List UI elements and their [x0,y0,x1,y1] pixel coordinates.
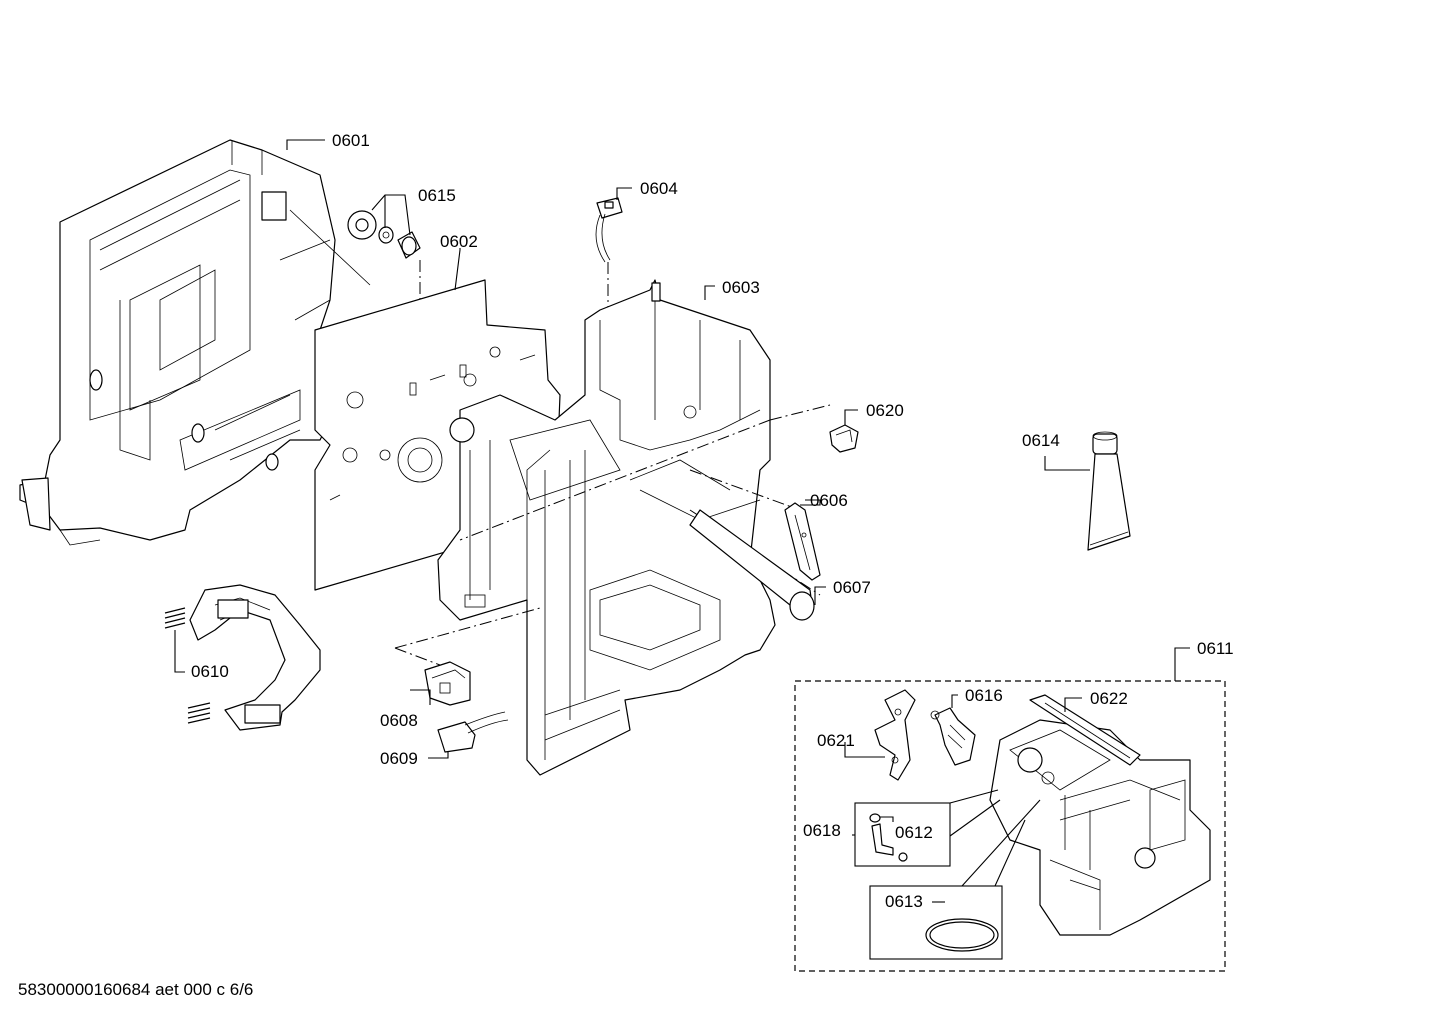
callout-0608: 0608 [380,711,418,730]
part-0607-shaft[interactable] [689,509,815,621]
callout-0614: 0614 [1022,431,1060,450]
group-0611-box [794,680,1226,972]
part-0613-seal-ring[interactable] [925,918,999,952]
callout-0616: 0616 [965,686,1003,705]
callout-0606: 0606 [810,491,848,510]
document-id: 58300000160684 aet 000 c 6/6 [18,980,254,999]
part-0603-main-housing[interactable] [437,279,776,776]
callout-0609: 0609 [380,749,418,768]
callout-0613: 0613 [885,892,923,911]
callout-0603: 0603 [722,278,760,297]
callout-0604: 0604 [640,179,678,198]
callout-0618: 0618 [803,821,841,840]
part-0620-clip[interactable] [829,424,859,453]
group-0613-box [869,885,1003,960]
part-0604-sensor[interactable] [595,197,623,263]
part-0611-brew-unit[interactable] [989,719,1211,936]
callout-0602: 0602 [440,232,478,251]
callout-0611: 0611 [1197,639,1234,658]
part-0615-gear-assembly[interactable] [347,210,421,259]
part-0601-frame[interactable] [19,139,371,546]
part-0609-microswitch[interactable] [437,711,509,753]
part-0608-holder[interactable] [424,661,471,706]
callout-0615: 0615 [418,186,456,205]
part-0616-nozzle[interactable] [930,707,976,766]
part-0610-bracket[interactable] [164,584,321,731]
callout-0622: 0622 [1090,689,1128,708]
callout-0620: 0620 [866,401,904,420]
callout-0612: 0612 [895,823,933,842]
part-0621-arm[interactable] [874,689,916,781]
part-0622-plate[interactable] [1029,694,1141,766]
part-0614-grease-tube[interactable] [1087,431,1131,551]
part-0612-elbow-fitting[interactable] [869,813,908,862]
callout-0610: 0610 [191,662,229,681]
part-0606-lever[interactable] [784,502,821,581]
callout-0621: 0621 [817,731,855,750]
callout-0601: 0601 [332,131,370,150]
callout-0607: 0607 [833,578,871,597]
